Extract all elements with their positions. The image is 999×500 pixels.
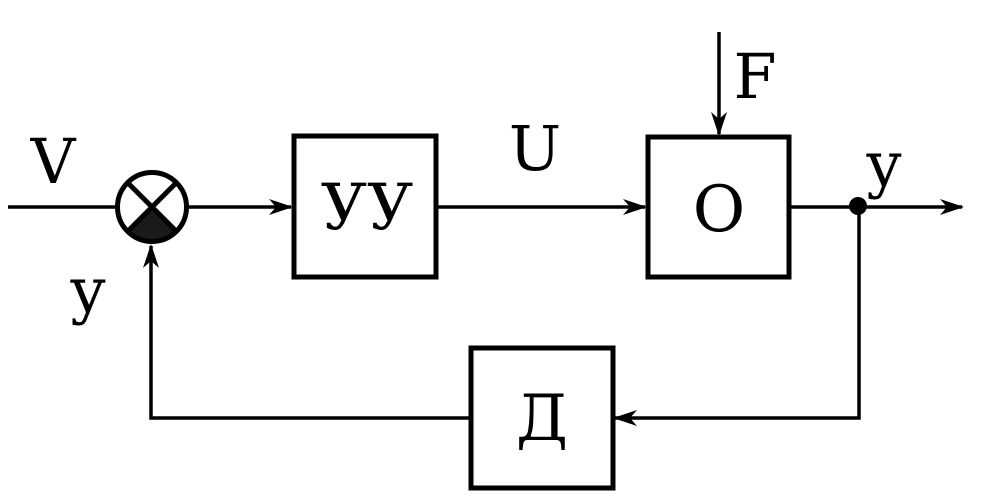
object-label: О xyxy=(693,173,745,247)
object-block xyxy=(645,134,792,280)
output-label: y xyxy=(865,128,901,201)
feedback-signal-label: y xyxy=(69,254,105,327)
feedback-line-left xyxy=(143,244,471,420)
disturbance-label: F xyxy=(733,40,776,113)
comparator-summing-junction xyxy=(115,170,189,244)
controller-label: УУ xyxy=(321,171,414,245)
controller-block xyxy=(291,133,439,280)
control-signal-label: U xyxy=(509,112,561,185)
reference-label: V xyxy=(30,125,77,198)
sensor-label: Д xyxy=(516,382,568,456)
feedback-line-right xyxy=(613,206,861,426)
